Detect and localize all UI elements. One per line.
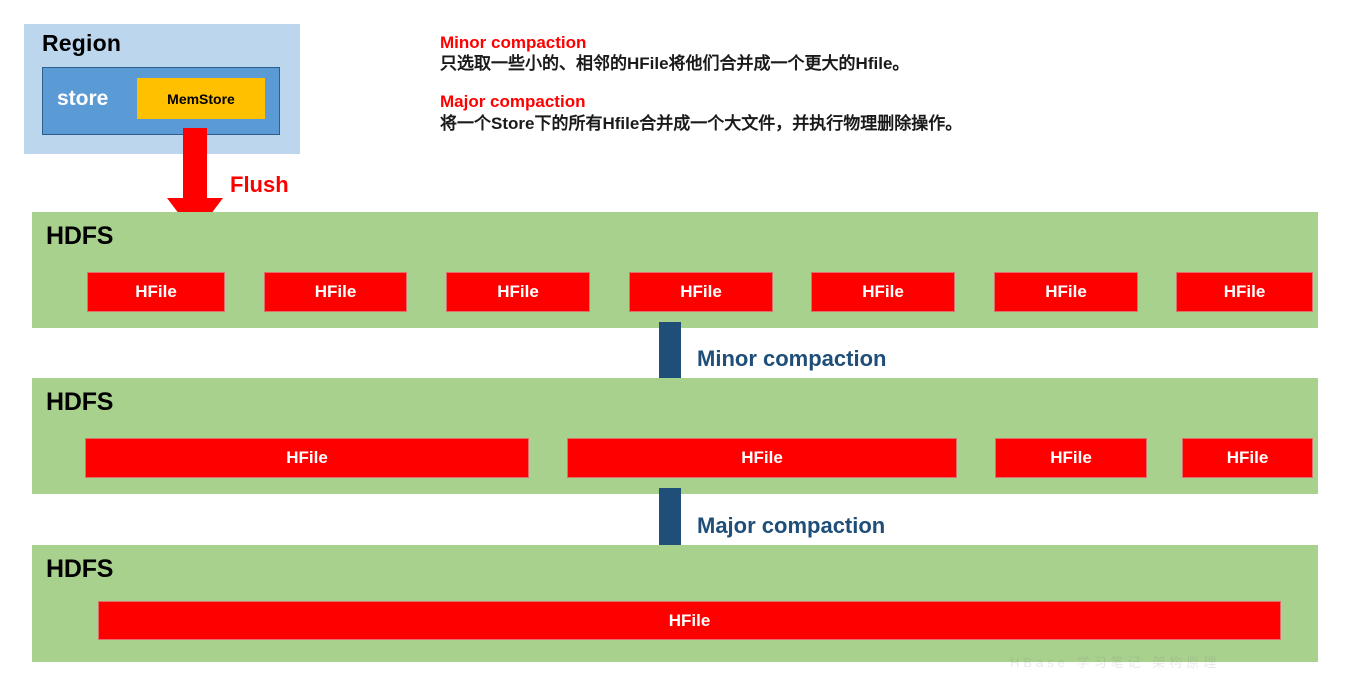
hdfs-band-1: HDFS HFile HFile HFile HFile HFile HFile… bbox=[32, 212, 1318, 328]
legend-minor-heading: Minor compaction bbox=[440, 33, 587, 52]
hfile-box: HFile bbox=[1182, 438, 1313, 478]
hfile-box: HFile bbox=[85, 438, 529, 478]
region-title: Region bbox=[42, 30, 122, 56]
legend-major-body: 将一个Store下的所有Hfile合并成一个大文件，并执行物理删除操作。 bbox=[440, 113, 963, 133]
hfile-box: HFile bbox=[87, 272, 225, 312]
hfile-box: HFile bbox=[995, 438, 1147, 478]
region-panel: Region store MemStore bbox=[24, 24, 300, 154]
flush-label: Flush bbox=[230, 172, 289, 197]
memstore-box: MemStore bbox=[137, 78, 265, 119]
hdfs-band-3: HDFS HFile bbox=[32, 545, 1318, 662]
legend-major-heading: Major compaction bbox=[440, 92, 586, 112]
major-compaction-label: Major compaction bbox=[697, 513, 886, 538]
flush-arrow-icon bbox=[166, 128, 224, 236]
store-label: store bbox=[57, 87, 109, 110]
hfile-box: HFile bbox=[98, 601, 1281, 640]
hfile-box: HFile bbox=[1176, 272, 1313, 312]
hfile-box: HFile bbox=[446, 272, 590, 312]
legend-spacer bbox=[440, 75, 962, 91]
hfile-box: HFile bbox=[567, 438, 957, 478]
hfile-box: HFile bbox=[994, 272, 1138, 312]
hfile-box: HFile bbox=[629, 272, 773, 312]
hfile-box: HFile bbox=[811, 272, 955, 312]
hfile-box: HFile bbox=[264, 272, 407, 312]
watermark: HBase 学习笔记 架构原理 bbox=[1010, 655, 1221, 670]
memstore-label: MemStore bbox=[167, 90, 235, 107]
hdfs-label-2: HDFS bbox=[46, 388, 114, 416]
hdfs-band-2: HDFS HFile HFile HFile HFile bbox=[32, 378, 1318, 494]
minor-compaction-label: Minor compaction bbox=[697, 346, 887, 371]
legend-minor-body: 只选取一些小的、相邻的HFile将他们合并成一个更大的Hfile。 bbox=[440, 54, 910, 74]
hdfs-label-3: HDFS bbox=[46, 555, 114, 583]
hdfs-label-1: HDFS bbox=[46, 222, 114, 250]
legend-text-block: Minor compaction 只选取一些小的、相邻的HFile将他们合并成一… bbox=[440, 32, 962, 135]
store-box: store MemStore bbox=[42, 67, 280, 135]
